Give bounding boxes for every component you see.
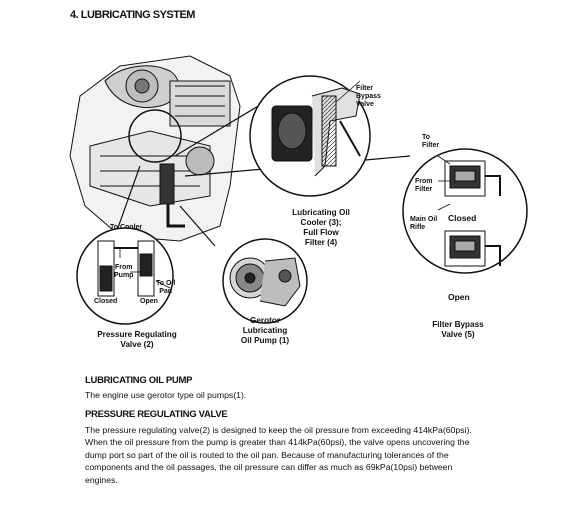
- main-oil-rifle-label: Main Oil Rifle: [410, 216, 438, 231]
- cooler-filter-caption: Lubricating Oil Cooler (3); Full Flow Fi…: [292, 208, 350, 247]
- filter-bypass-valve-label: Filter Bypass Valve: [356, 85, 381, 108]
- filter-bypass-circle: [402, 148, 528, 274]
- gerotor-pump-caption: Gerotor Lubricating Oil Pump (1): [240, 316, 290, 345]
- lubrication-diagram: [69, 55, 528, 325]
- prv-closed-label: Closed: [94, 298, 118, 305]
- engine-drawing: [69, 55, 241, 242]
- prv-open-label: Open: [140, 298, 158, 305]
- section-body-oil-pump: The engine use gerotor type oil pumps(1)…: [85, 390, 247, 400]
- pressure-regulating-valve-caption: Pressure Regulating Valve (2): [97, 330, 177, 349]
- to-cooler-label: To Cooler: [110, 224, 143, 231]
- section-title-oil-pump: LUBRICATING OIL PUMP: [85, 375, 193, 386]
- filter-bypass-caption: Filter Bypass Valve (5): [432, 320, 484, 339]
- section-title-pressure-valve: PRESSURE REGULATING VALVE: [85, 409, 228, 420]
- lubricating-system-illustration: Filter Bypass Valve Lubricating Oil Cool…: [60, 36, 560, 361]
- from-filter-label: From Filter: [415, 178, 433, 193]
- bypass-closed-label: Closed: [448, 213, 477, 223]
- pressure-regulating-valve-drawing: [97, 240, 171, 297]
- gerotor-pump-drawing: [229, 257, 301, 307]
- to-oil-pan-label: To Oil Pan: [156, 280, 176, 295]
- to-filter-label: To Filter: [422, 134, 440, 149]
- cooler-filter-drawing: [271, 80, 361, 177]
- from-pump-label: From Pump: [114, 264, 134, 279]
- bypass-open-label: Open: [448, 292, 470, 302]
- filter-bypass-drawing: [437, 155, 501, 267]
- section-body-pressure-valve: The pressure regulating valve(2) is desi…: [85, 425, 472, 485]
- page-heading: 4. LUBRICATING SYSTEM: [70, 9, 195, 21]
